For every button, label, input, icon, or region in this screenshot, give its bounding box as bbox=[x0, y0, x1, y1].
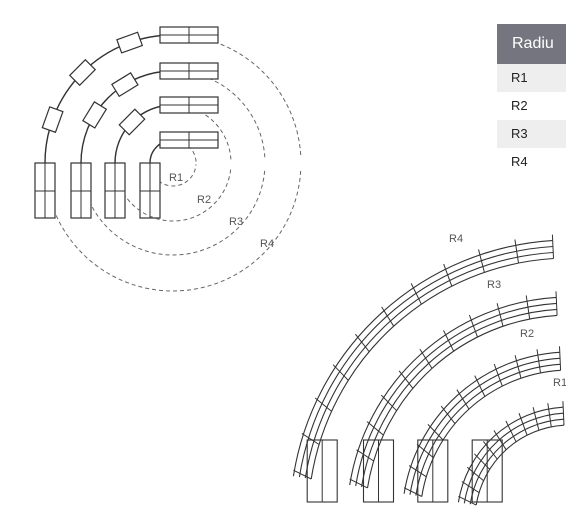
straight-tray-section bbox=[34, 162, 56, 219]
radius-table-row: R3 bbox=[497, 120, 566, 148]
wire-mesh-bend bbox=[292, 234, 554, 503]
bend-segment bbox=[111, 72, 139, 98]
radius-table-header: Radiu bbox=[497, 24, 566, 64]
iso-label-r1: R1 bbox=[553, 377, 566, 389]
plan-label-r3: R3 bbox=[229, 216, 243, 228]
straight-tray-section bbox=[139, 162, 161, 219]
radius-table-row: R2 bbox=[497, 92, 566, 120]
plan-view-tray-bends bbox=[34, 26, 302, 292]
plan-label-r4: R4 bbox=[260, 238, 274, 250]
straight-tray-section bbox=[159, 96, 219, 114]
radius-table: Radiu R1 R2 R3 R4 bbox=[497, 24, 566, 176]
wire-mesh-bend bbox=[457, 401, 565, 506]
plan-label-r2: R2 bbox=[197, 194, 211, 206]
straight-tray-section bbox=[159, 131, 219, 149]
iso-label-r2: R2 bbox=[520, 328, 534, 340]
radius-table-row: R1 bbox=[497, 64, 566, 92]
iso-label-r4: R4 bbox=[449, 233, 463, 245]
radius-table-row: R4 bbox=[497, 148, 566, 176]
straight-tray-section bbox=[104, 162, 126, 219]
straight-tray-section bbox=[159, 26, 219, 44]
straight-tray-section bbox=[70, 162, 92, 219]
bend-segment bbox=[41, 106, 64, 134]
straight-tray-section bbox=[159, 62, 219, 80]
wire-mesh-bend bbox=[403, 346, 562, 503]
bend-segment bbox=[68, 58, 97, 87]
tray-bend-arc bbox=[44, 34, 174, 164]
wire-mesh-bend bbox=[349, 291, 558, 503]
bend-segment bbox=[82, 101, 108, 129]
iso-label-r3: R3 bbox=[487, 279, 501, 291]
bend-segment bbox=[118, 108, 146, 136]
tray-bend-arc bbox=[80, 70, 174, 164]
plan-label-r1: R1 bbox=[169, 172, 183, 184]
bend-segment bbox=[116, 31, 144, 54]
isometric-tray-bends bbox=[292, 234, 565, 506]
